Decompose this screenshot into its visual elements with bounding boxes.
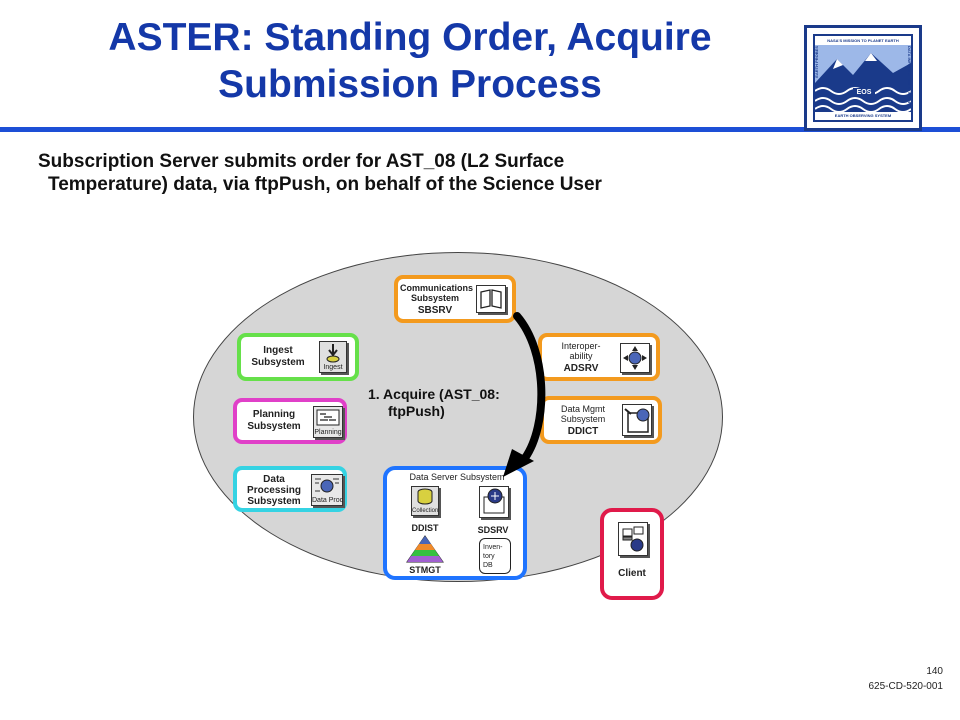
page-number: 140 [926,666,943,677]
subtitle-line-1: Subscription Server submits order for AS… [38,151,565,172]
title-line-1: ASTER: Standing Order, Acquire [108,16,712,59]
slide-footer: 140 625-CD-520-001 [869,664,944,694]
planning-icon-label: Planning [314,429,342,436]
planning-label-line1: Planning [252,409,296,420]
inventory-db-line3: DB [483,562,493,569]
client-box: Client [600,508,664,600]
dss-title: Data Server Subsystem [409,472,505,482]
eos-logo: NASA'S MISSION TO PLANET EARTH EOS EARTH… [804,25,922,131]
slide-title: ASTER: Standing Order, Acquire Submissio… [40,14,780,108]
dm-label-line3: DDICT [567,426,599,437]
data-dictionary-icon [622,404,652,436]
planning-subsystem-box: Planning Subsystem Planning [233,398,347,444]
dm-label-line1: Data Mgmt [560,404,605,414]
logo-right-text: DATA INFORMATION SYSTEM [907,46,912,103]
interop-label-line1: Interoper- [561,341,601,351]
data-server-subsystem-box: Data Server Subsystem Collection DDIST S… [383,466,527,580]
inventory-db-line2: tory [483,553,495,560]
client-label: Client [618,568,646,579]
document-id: 625-CD-520-001 [868,681,944,692]
data-processing-subsystem-box: Data Processing Subsystem Data Proc [233,466,347,512]
book-icon [476,285,506,313]
collection-icon: Collection [411,486,439,516]
comm-label-line2: Subsystem [410,293,460,303]
ingest-label-line1: Ingest [263,345,293,356]
inventory-db-line1: Inven- [483,544,503,551]
comm-label-line1: Communications [400,283,474,293]
logo-eos-text: EOS [853,88,875,97]
logo-bottom-text: EARTH OBSERVING SYSTEM [815,112,911,120]
logo-top-text: NASA'S MISSION TO PLANET EARTH [815,36,911,45]
network-icon [620,343,650,373]
comm-label-line3: SBSRV [417,305,453,316]
sdsrv-label: SDSRV [477,525,509,535]
dps-icon-label: Data Proc [312,497,344,504]
interop-label-line2: ability [569,351,593,361]
dps-label-line2: Processing [247,485,301,496]
data-processing-icon: Data Proc [311,474,343,506]
ingest-icon: Ingest [319,341,347,373]
ingest-subsystem-box: Ingest Subsystem Ingest [237,333,359,381]
title-rule [0,127,960,132]
interop-label-line3: ADSRV [563,363,599,374]
ingest-label-line2: Subsystem [251,357,305,368]
eos-logo-emblem: NASA'S MISSION TO PLANET EARTH EOS EARTH… [813,34,913,122]
acquire-step-line2: ftpPush) [388,403,445,419]
collection-icon-label: Collection [412,508,439,514]
planning-label-line2: Subsystem [247,421,301,432]
sdsrv-icon [479,486,509,518]
planning-icon: Planning [313,406,343,438]
dps-label-line1: Data [263,474,285,485]
inventory-db-icon: Inven- tory DB [479,538,511,574]
client-workstation-icon [618,522,648,556]
title-line-2: Submission Process [218,63,602,106]
stmgt-label: STMGT [409,565,441,575]
dm-label-line2: Subsystem [560,414,606,424]
subtitle-line-2: Temperature) data, via ftpPush, on behal… [48,174,602,195]
stmgt-pyramid-icon [405,534,445,564]
data-management-subsystem-box: Data Mgmt Subsystem DDICT [540,396,662,444]
acquire-step-line1: 1. Acquire (AST_08: [368,386,500,402]
ingest-icon-label: Ingest [323,364,343,371]
communications-subsystem-box: Communications Subsystem SBSRV [394,275,516,323]
mountain-wave-icon [815,53,911,115]
ddist-label: DDIST [411,523,439,533]
slide-subtitle: Subscription Server submits order for AS… [38,150,602,196]
acquire-step-label: 1. Acquire (AST_08: ftpPush) [368,386,500,420]
dps-label-line3: Subsystem [247,496,301,507]
